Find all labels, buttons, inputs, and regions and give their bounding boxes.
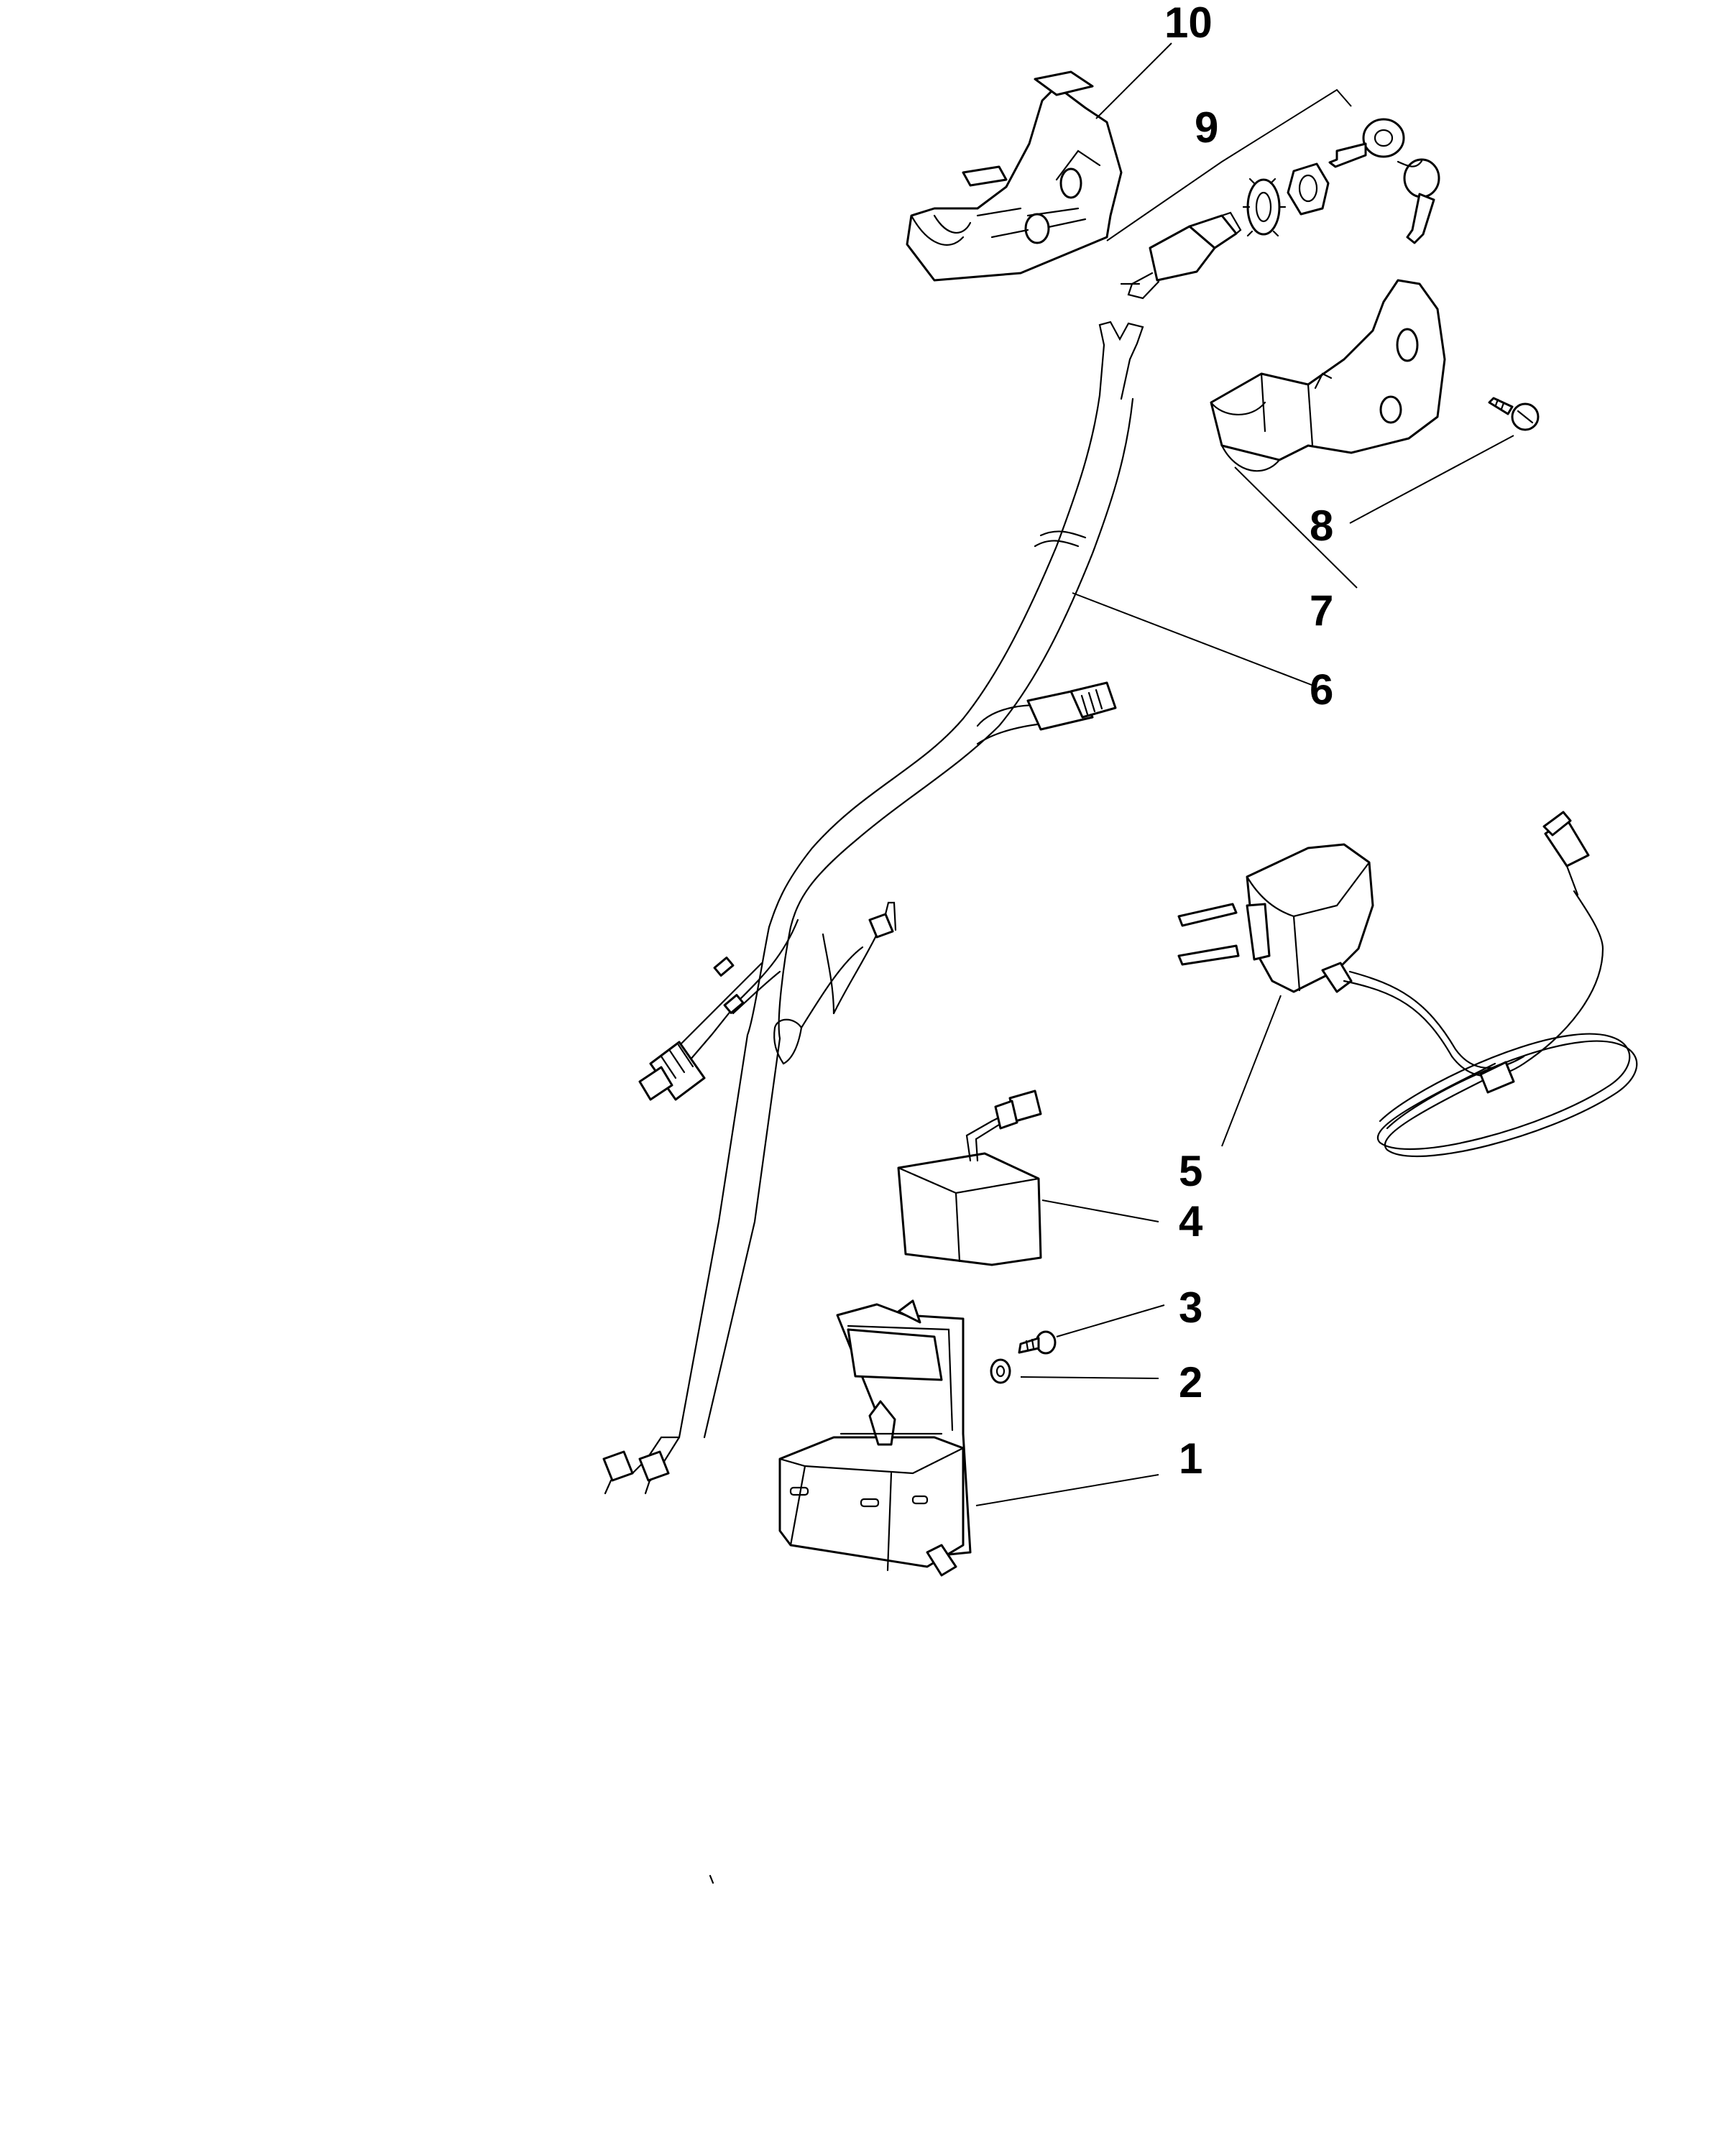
part-2-washer bbox=[990, 1358, 1159, 1384]
stray-mark bbox=[709, 1874, 714, 1884]
part-4-battery bbox=[897, 1089, 1159, 1266]
callout-8: 8 bbox=[1310, 502, 1333, 550]
part-3-screw bbox=[1018, 1304, 1165, 1355]
part-9-key-switch-assembly bbox=[1106, 88, 1440, 300]
callout-3: 3 bbox=[1179, 1284, 1202, 1332]
callout-7: 7 bbox=[1310, 586, 1333, 635]
callout-4: 4 bbox=[1179, 1197, 1203, 1245]
callout-6: 6 bbox=[1310, 665, 1333, 714]
callout-5: 5 bbox=[1179, 1147, 1202, 1195]
callout-10: 10 bbox=[1164, 0, 1213, 47]
callout-2: 2 bbox=[1179, 1358, 1202, 1406]
part-7-lower-handle-bracket bbox=[1210, 279, 1446, 589]
part-1-battery-housing bbox=[778, 1299, 1159, 1577]
part-6-cable-harness bbox=[602, 321, 1316, 1495]
leader-10 bbox=[1095, 42, 1172, 119]
callout-9: 9 bbox=[1195, 103, 1218, 152]
callout-1: 1 bbox=[1179, 1434, 1202, 1483]
part-5-charger bbox=[1177, 811, 1638, 1158]
part-8-screw bbox=[1349, 397, 1540, 524]
part-10-handle-bracket bbox=[906, 70, 1123, 282]
